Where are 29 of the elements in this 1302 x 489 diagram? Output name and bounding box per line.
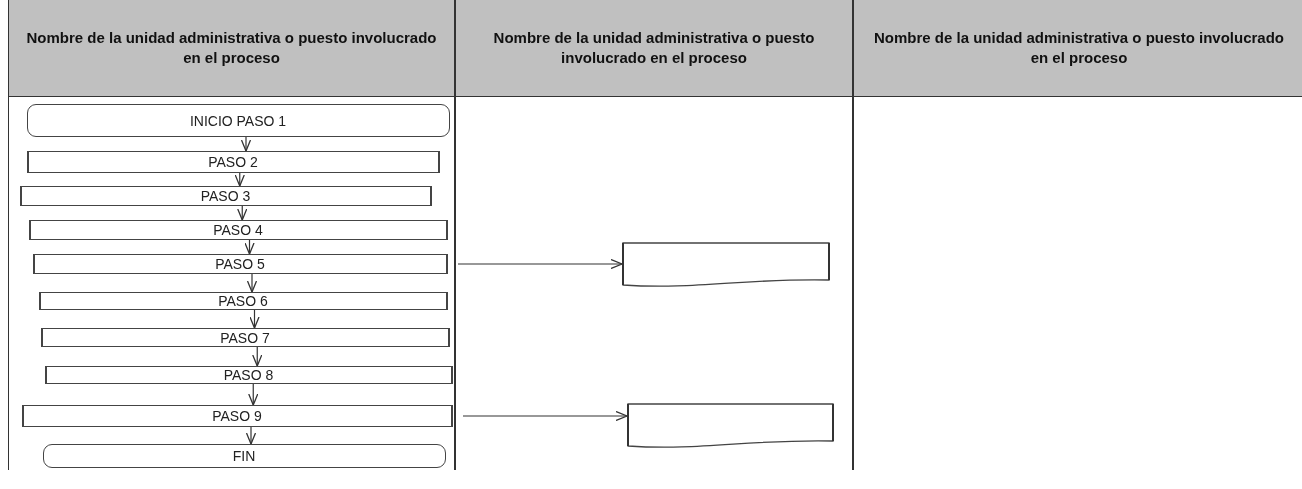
arrow — [245, 426, 257, 445]
process-box: PASO 8 — [44, 366, 453, 384]
arrow — [234, 172, 245, 187]
swimlane — [853, 0, 1302, 470]
arrow — [246, 273, 258, 293]
process-box: PASO 7 — [40, 328, 450, 347]
lane-heading: Nombre de la unidad administrativa o puesto involucrado en el proceso — [854, 0, 1302, 97]
process-box: PASO 3 — [19, 186, 432, 206]
process-box: PASO 5 — [32, 254, 448, 274]
terminator-box: INICIO PASO 1 — [26, 104, 450, 137]
arrow — [237, 205, 248, 221]
arrow — [457, 258, 623, 270]
process-box: PASO 4 — [28, 220, 448, 240]
process-box: PASO 9 — [21, 405, 453, 427]
arrow — [252, 346, 263, 367]
terminator-box: FIN — [42, 444, 446, 468]
arrow — [244, 239, 255, 255]
lane-heading: Nombre de la unidad administrativa o puesto involucrado en el proceso — [456, 0, 852, 97]
swimlane — [455, 0, 853, 470]
process-box: PASO 2 — [26, 151, 440, 173]
document-shape — [626, 403, 834, 449]
arrow — [249, 309, 260, 329]
swimlane — [8, 0, 455, 470]
lane-heading: Nombre de la unidad administrativa o puesto involucrado en el proceso — [9, 0, 454, 97]
arrow — [462, 410, 628, 422]
arrow — [240, 136, 252, 152]
arrow — [248, 383, 259, 406]
process-box: PASO 6 — [38, 292, 448, 310]
document-shape — [621, 242, 830, 288]
